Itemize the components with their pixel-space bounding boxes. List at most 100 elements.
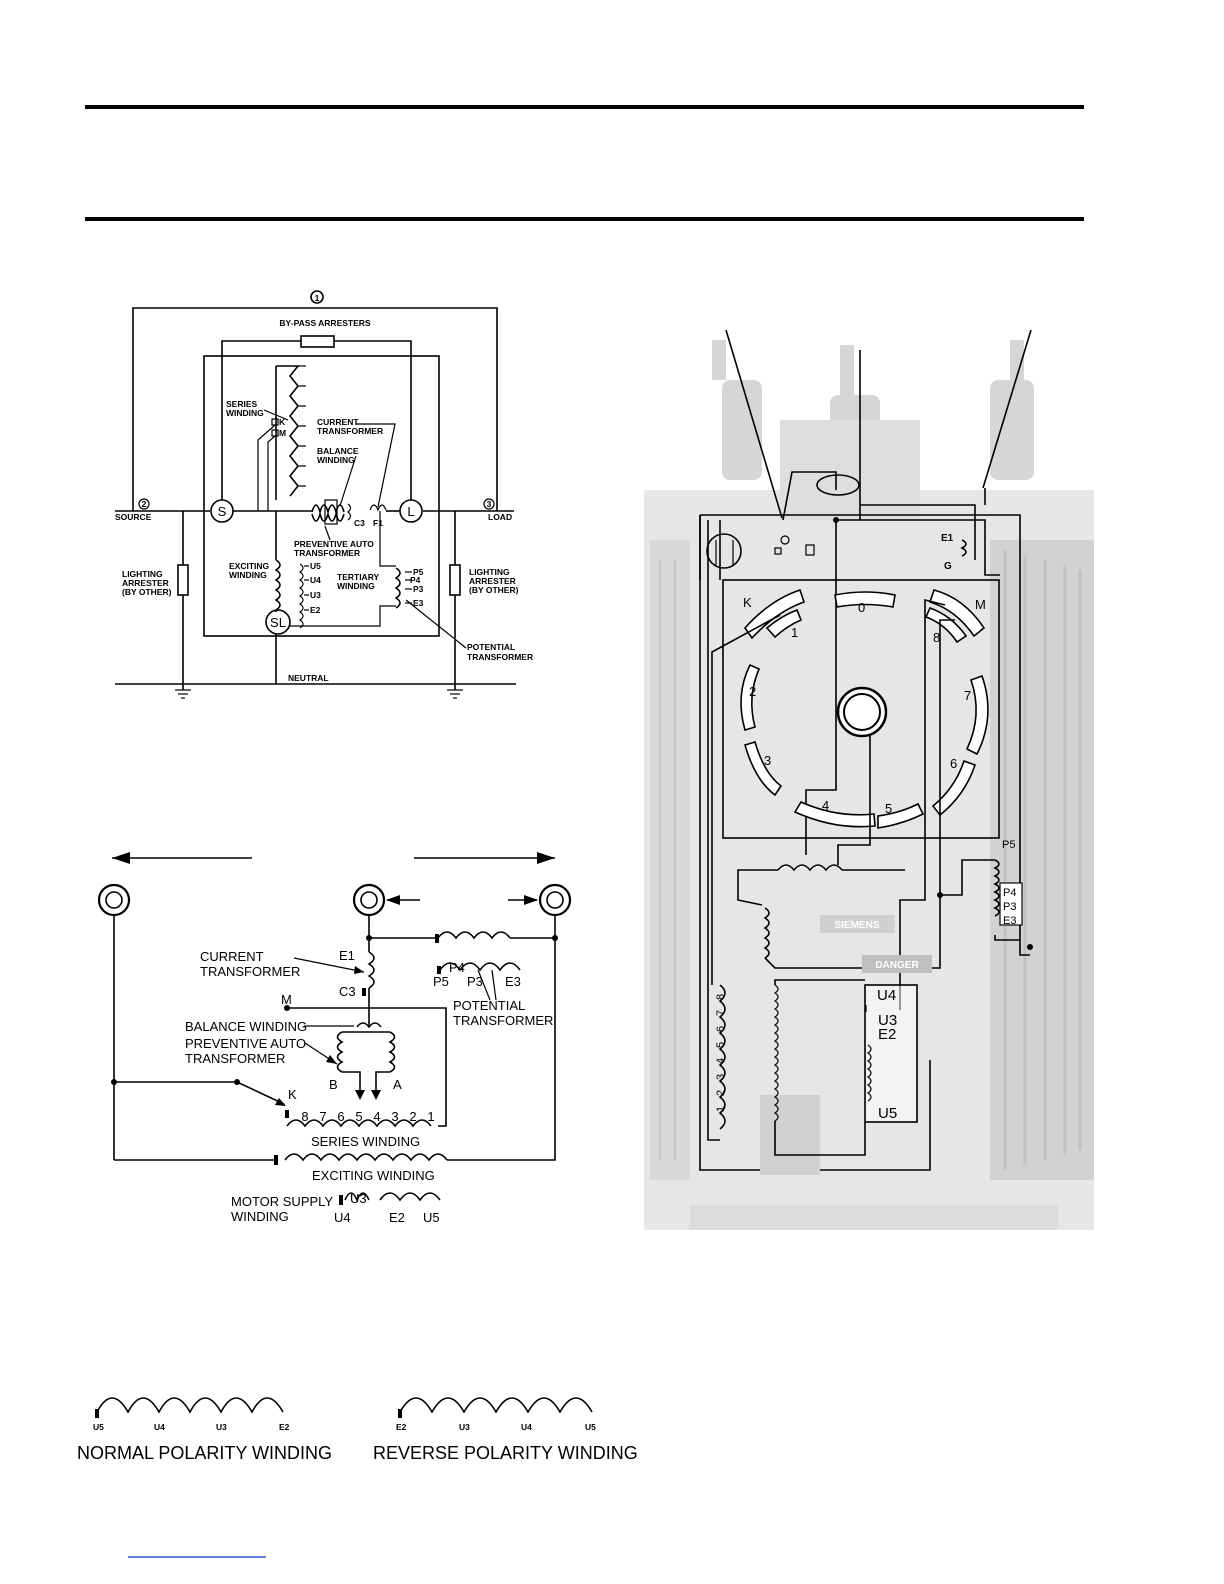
contact-k-label: K <box>279 417 286 427</box>
node-2-label: 2 <box>142 499 147 509</box>
arrester-left-label-1: LIGHTING <box>122 569 163 579</box>
tap-7-contact <box>965 674 989 756</box>
arrow-left-head <box>112 852 130 864</box>
polarity-windings: U5 U4 U3 E2 NORMAL POLARITY WINDING E2 U… <box>77 1397 638 1463</box>
motor-coil-2 <box>379 1192 441 1202</box>
photo-vtap-8: 8 <box>715 994 727 1000</box>
arrester-left-label-3: (BY OTHER) <box>122 587 172 597</box>
pat-label-2: TRANSFORMER <box>294 548 360 558</box>
bushing-left-inner <box>105 891 123 909</box>
wiring-k-label: K <box>288 1087 297 1102</box>
wiring-u5-label: U5 <box>423 1210 440 1225</box>
f1-label: F1 <box>373 518 383 528</box>
potential-coil-top <box>437 931 511 940</box>
drive-lead <box>837 735 871 865</box>
photo-tap-8: 8 <box>933 630 940 645</box>
ter-tap-e3: E3 <box>413 598 424 608</box>
photo-ct-coil <box>960 539 967 557</box>
balance-leader <box>339 455 357 507</box>
photo-u5-label: U5 <box>878 1105 897 1122</box>
photo-tap-1: 1 <box>791 625 798 640</box>
pat-coil-top <box>311 504 345 515</box>
photo-pat-coil <box>777 864 843 872</box>
ground-right-icon <box>447 689 463 699</box>
bushing-l <box>399 499 423 523</box>
wiring-pat-label-1: PREVENTIVE AUTO <box>185 1036 306 1051</box>
photo-u-terminal-block <box>864 984 918 1123</box>
top-small-box <box>805 544 815 556</box>
wiring-series-label: SERIES WINDING <box>311 1134 420 1149</box>
siemens-plate <box>820 915 895 933</box>
arrow-right-small-head <box>524 895 538 905</box>
exciting-winding-coil <box>284 1153 448 1162</box>
photo-motor-coil <box>866 1044 872 1102</box>
photo-p-terminal-block <box>999 882 1023 926</box>
normal-tap-u5: U5 <box>93 1422 104 1432</box>
contact-m-label: M <box>279 428 286 438</box>
series-winding-leader <box>263 409 289 421</box>
pat-core <box>324 499 338 525</box>
exc-tap-e2: E2 <box>310 605 321 615</box>
balance-coil <box>347 503 352 521</box>
motor-supply-coil <box>298 563 304 629</box>
photo-brand: SIEMENS <box>834 920 879 931</box>
tap-changer-panel <box>722 579 1000 839</box>
exc-tap-u3: U3 <box>310 590 321 600</box>
c3-label: C3 <box>354 518 365 528</box>
wiring-motor-label-2: WINDING <box>231 1209 289 1224</box>
contact-m <box>271 429 279 437</box>
photo-vtap-4: 4 <box>715 1058 727 1064</box>
bushing-s <box>210 499 234 523</box>
wire-bottom-right <box>447 938 556 1161</box>
rating-plate <box>760 1095 820 1175</box>
photo-series-coil <box>718 984 726 1130</box>
photo-tap-5: 5 <box>885 801 892 816</box>
normal-polarity-label: NORMAL POLARITY WINDING <box>77 1443 332 1463</box>
series-tap-6: 6 <box>337 1109 344 1124</box>
exciting-label-1: EXCITING <box>229 561 270 571</box>
bushing-center-outer <box>352 883 386 917</box>
photo-p5-label: P5 <box>1002 839 1015 851</box>
neutral-label: NEUTRAL <box>288 673 329 683</box>
motor-coil-1 <box>344 1192 370 1203</box>
arrester-right <box>449 564 461 596</box>
wiring-diagram: P4 P5 P3 E3 POTENTIAL TRANSFORMER E1 C3 … <box>97 852 572 1225</box>
bushing-sl-label: SL <box>270 615 286 630</box>
tertiary-coil <box>394 567 401 609</box>
bypass-loop <box>132 307 498 511</box>
pat-leader <box>324 525 331 541</box>
normal-tap-e2: E2 <box>279 1422 290 1432</box>
ct-coil <box>369 504 387 512</box>
pt-label-1: POTENTIAL <box>467 642 515 652</box>
balance-label-2: WINDING <box>317 455 355 465</box>
arrester-right-label-2: ARRESTER <box>469 576 516 586</box>
photo-vtap-3: 3 <box>715 1074 727 1080</box>
relay-circle <box>706 533 742 569</box>
lead-left <box>725 329 783 519</box>
pt-leader <box>405 599 467 649</box>
bypass-wire-left <box>221 340 301 500</box>
wiring-a-label: A <box>393 1077 402 1092</box>
balance-winding-coil <box>356 1022 382 1029</box>
contact-m-wire <box>267 435 276 511</box>
series-tap-4: 4 <box>373 1109 380 1124</box>
pat-coil-right <box>388 1031 396 1073</box>
series-tap-3: 3 <box>391 1109 398 1124</box>
normal-polarity-coil <box>96 1397 284 1414</box>
tap-4-contact <box>793 800 876 828</box>
tap-drive-inner <box>843 693 881 731</box>
normal-tap-u4: U4 <box>154 1422 165 1432</box>
danger-sign <box>862 955 932 973</box>
bushing-s-label: S <box>218 504 227 519</box>
tap-contacts <box>740 588 989 829</box>
photo-vtap-5: 5 <box>715 1042 727 1048</box>
bushing-right-inner <box>546 891 564 909</box>
arrester-right-label-3: (BY OTHER) <box>469 585 519 595</box>
wire-center-drop <box>805 520 837 855</box>
photo-exciting-coil <box>773 984 779 1122</box>
pat-arrow-b-icon <box>355 1090 365 1100</box>
wiring-p5-label: P5 <box>433 974 449 989</box>
exciting-coil <box>274 559 281 611</box>
ground-left-icon <box>175 689 191 699</box>
wire-left-outer <box>707 520 720 1141</box>
